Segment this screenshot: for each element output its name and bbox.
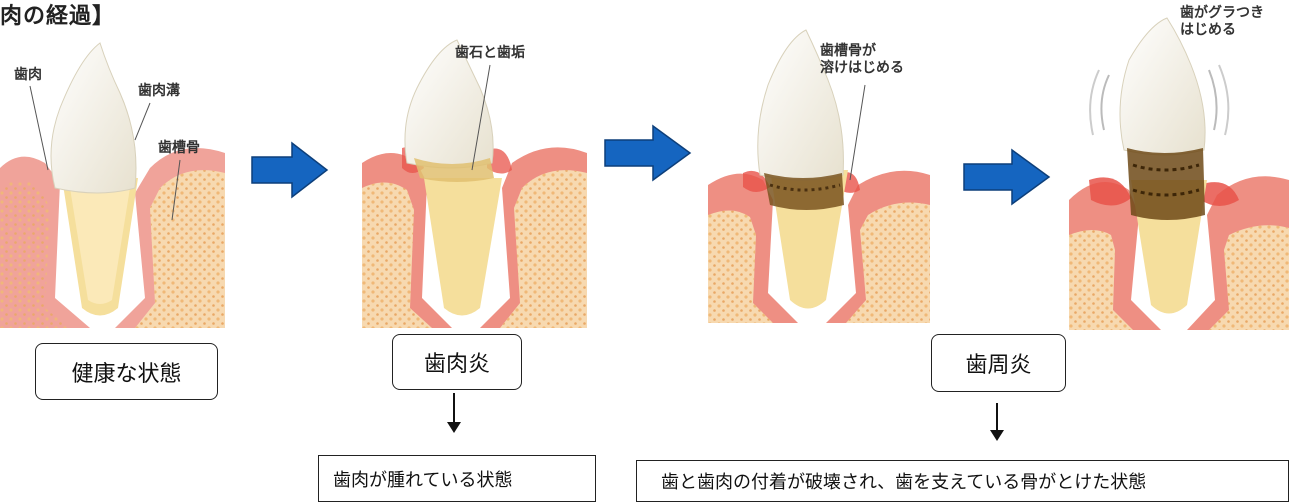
stage-box-gingivitis: 歯肉炎: [392, 334, 522, 390]
down-arrow-gingivitis: [453, 393, 455, 423]
progression-arrow-3: [962, 147, 1052, 207]
leader-line-tartar: [460, 60, 520, 200]
description-periodontitis: 歯と歯肉の付着が破壊され、歯を支えている骨がとけた状態: [636, 460, 1289, 502]
progression-arrow-1: [250, 140, 330, 200]
leader-line-bone: [840, 80, 900, 200]
periodontitis-advanced-illustration: [1069, 0, 1289, 330]
stage-box-healthy: 健康な状態: [35, 343, 218, 400]
progression-arrow-2: [603, 123, 693, 183]
label-bone-dissolving-line1: 歯槽骨が: [820, 43, 904, 60]
stage-box-periodontitis: 歯周炎: [931, 334, 1066, 392]
down-arrow-periodontitis: [996, 403, 998, 431]
label-bone-dissolving: 歯槽骨が 溶けはじめる: [820, 43, 904, 77]
label-bone-dissolving-line2: 溶けはじめる: [820, 60, 904, 77]
description-gingivitis: 歯肉が腫れている状態: [318, 455, 596, 502]
label-tooth-loosening: 歯がグラつき はじめる: [1180, 5, 1264, 39]
label-tooth-loosening-line2: はじめる: [1180, 22, 1264, 39]
label-tooth-loosening-line1: 歯がグラつき: [1180, 5, 1264, 22]
leader-lines-healthy: [0, 0, 225, 240]
